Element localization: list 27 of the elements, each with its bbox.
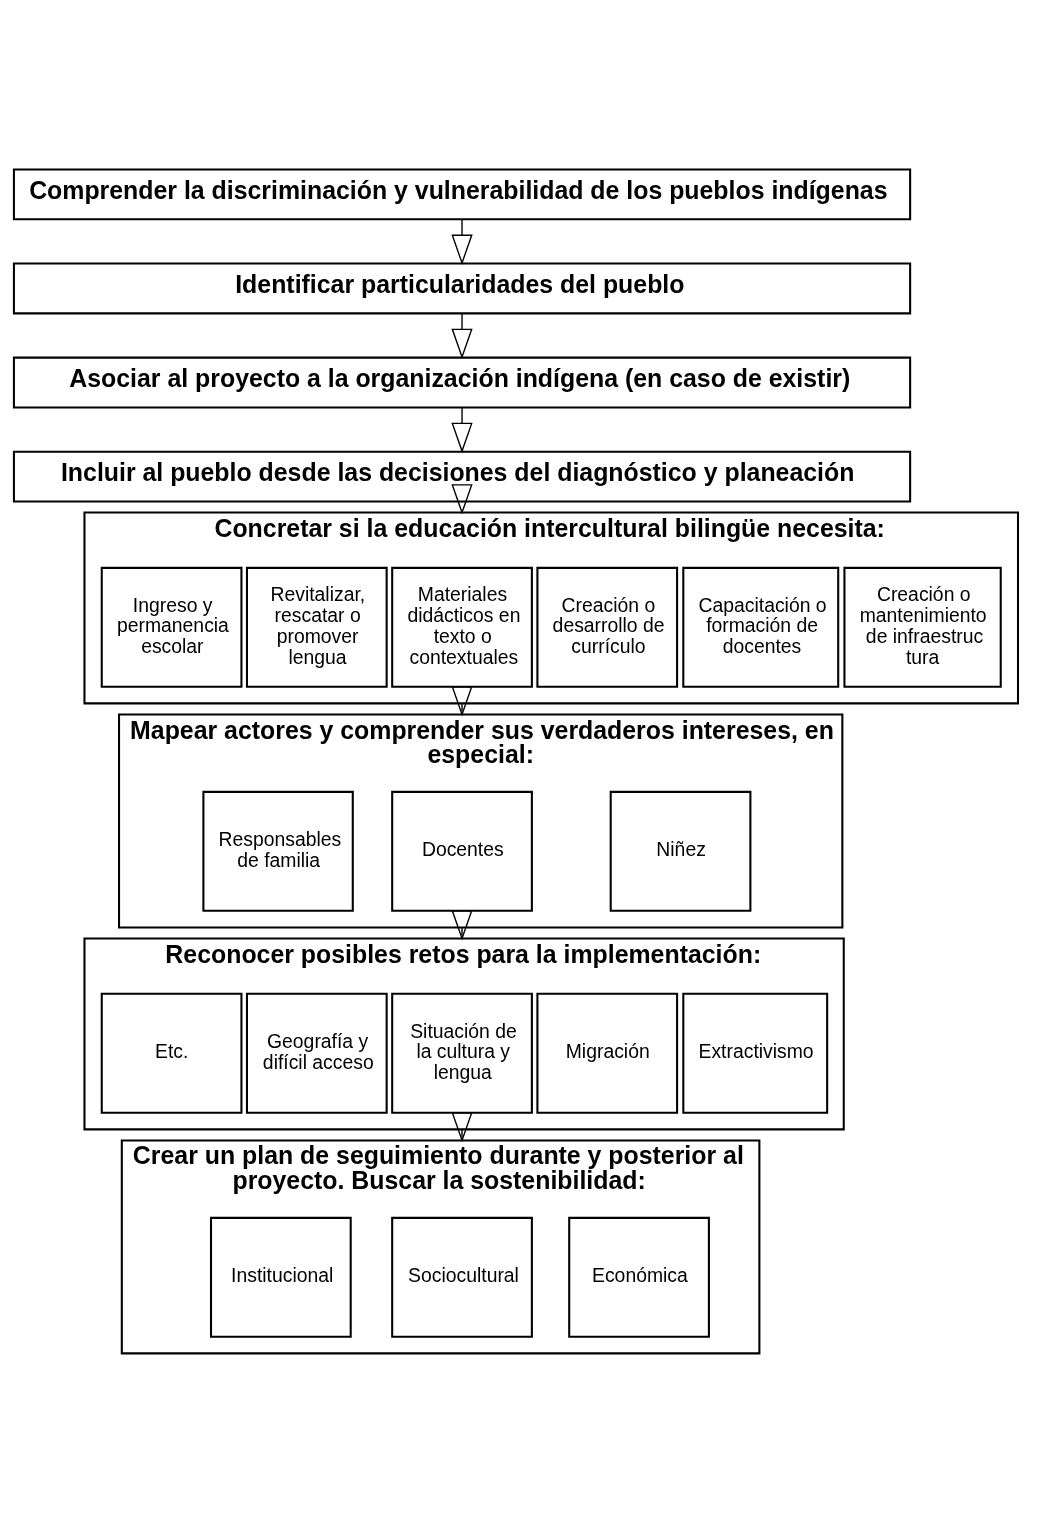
node-box: Capacitación o formación de docentes bbox=[682, 566, 840, 688]
node-box: Ingreso y permanencia escolar bbox=[100, 566, 243, 688]
node-box: Sociocultural bbox=[391, 1216, 533, 1338]
arrow bbox=[451, 1112, 473, 1143]
node-box: Situación de la cultura y lengua bbox=[391, 992, 533, 1114]
node-box: Económica bbox=[568, 1216, 710, 1338]
node-box: Creación o mantenimiento de infraestructura bbox=[843, 566, 1002, 688]
node-box: Migración bbox=[536, 992, 679, 1114]
node-box: Creación o desarrollo de currículo bbox=[536, 566, 679, 688]
node-box: Geografía y difícil acceso bbox=[245, 992, 388, 1114]
node-box: Asociar al proyecto a la organización indígena (en caso de existir) bbox=[12, 356, 912, 409]
node-box: Revitalizar, rescatar o promover lengua bbox=[245, 566, 388, 688]
arrow bbox=[451, 686, 473, 717]
node-box: Etc. bbox=[100, 992, 243, 1114]
node-box: Docentes bbox=[391, 790, 533, 912]
arrow bbox=[451, 313, 473, 360]
node-box: Responsables de familia bbox=[202, 790, 354, 912]
node-box: Comprender la discriminación y vulnerabilidad de los pueblos indígenas bbox=[12, 168, 912, 221]
node-box: Institucional bbox=[209, 1216, 352, 1338]
arrow bbox=[451, 910, 473, 941]
arrow bbox=[451, 219, 473, 266]
node-box: Materiales didácticos en texto o contextuales bbox=[391, 566, 533, 688]
node-box: Identificar particularidades del pueblo bbox=[12, 262, 912, 315]
node-box: Extractivismo bbox=[682, 992, 829, 1114]
node-box: Niñez bbox=[609, 790, 752, 912]
arrow bbox=[451, 484, 473, 515]
arrow bbox=[451, 407, 473, 454]
